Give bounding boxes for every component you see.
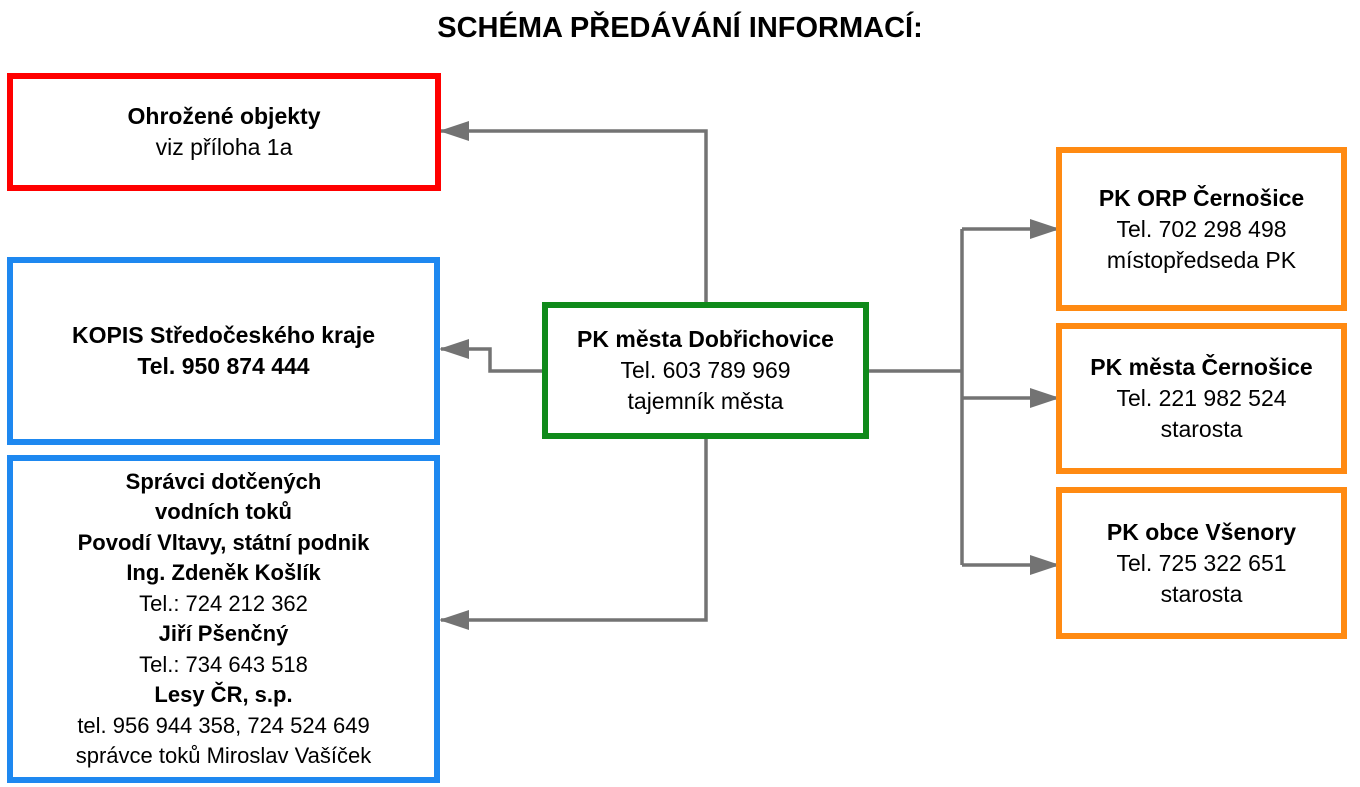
kopis-phone: Tel. 950 874 444	[137, 353, 310, 379]
vsenory-box: PK obce Všenory Tel. 725 322 651 starost…	[1056, 487, 1347, 639]
vsenory-title: PK obce Všenory	[1106, 518, 1297, 545]
cernosice-box: PK města Černošice Tel. 221 982 524 star…	[1056, 323, 1347, 474]
center-title: PK města Dobřichovice	[577, 326, 834, 352]
kopis-title: KOPIS Středočeského kraje	[72, 322, 375, 348]
orp-role: místopředseda PK	[1106, 246, 1297, 273]
water-org-lesy: Lesy ČR, s.p.	[154, 682, 293, 707]
water-phone-koslik: Tel.: 724 212 362	[139, 590, 308, 616]
cernosice-title: PK města Černošice	[1090, 354, 1313, 380]
center-role: tajemník města	[627, 388, 784, 414]
connector-to-kopis	[439, 339, 544, 373]
water-org-povodi: Povodí Vltavy, státní podnik	[77, 529, 370, 555]
center-box: PK města Dobřichovice Tel. 603 789 969 t…	[542, 302, 869, 439]
threatened-objects-box: Ohrožené objekty viz příloha 1a	[7, 73, 441, 191]
water-heading-line2: vodních toků	[155, 499, 292, 524]
threatened-objects-note: viz příloha 1a	[155, 134, 293, 160]
cernosice-role: starosta	[1160, 416, 1243, 442]
connector-to-threatened	[439, 121, 708, 304]
threatened-objects-title: Ohrožené objekty	[127, 103, 321, 129]
diagram-title: SCHÉMA PŘEDÁVÁNÍ INFORMACÍ:	[437, 12, 923, 44]
water-role-vasicek: správce toků Miroslav Vašíček	[75, 743, 372, 768]
vsenory-phone: Tel. 725 322 651	[1116, 549, 1287, 576]
kopis-box: KOPIS Středočeského kraje Tel. 950 874 4…	[7, 257, 440, 445]
water-person-psencny: Jiří Pšenčný	[158, 621, 289, 646]
orp-title: PK ORP Černošice	[1098, 184, 1305, 211]
vsenory-role: starosta	[1160, 580, 1243, 607]
cernosice-phone: Tel. 221 982 524	[1116, 385, 1287, 411]
orp-phone: Tel. 702 298 498	[1116, 215, 1287, 242]
water-heading-line1: Správci dotčených	[125, 468, 322, 494]
water-phone-lesy: tel. 956 944 358, 724 524 649	[77, 712, 370, 738]
orp-box: PK ORP Černošice Tel. 702 298 498 místop…	[1056, 147, 1347, 311]
water-phone-psencny: Tel.: 734 643 518	[139, 651, 308, 677]
water-managers-box: Správci dotčených vodních toků Povodí Vl…	[7, 455, 440, 783]
connector-to-water	[439, 438, 708, 630]
center-phone: Tel. 603 789 969	[620, 357, 791, 383]
water-person-koslik: Ing. Zdeněk Košlík	[126, 560, 321, 585]
